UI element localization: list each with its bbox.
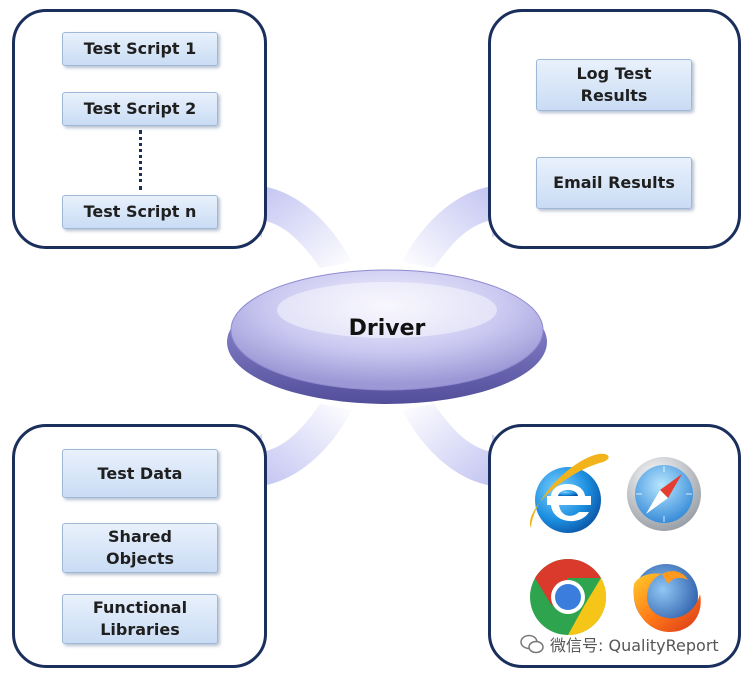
- firefox-icon: [633, 564, 701, 632]
- test-script-2-box: Test Script 2: [62, 92, 218, 126]
- internet-explorer-icon: [530, 453, 609, 533]
- log-test-results-box: Log Test Results: [536, 59, 692, 111]
- watermark-text: 微信号: QualityReport: [550, 636, 719, 655]
- safari-icon: [627, 457, 701, 531]
- browsers-panel: [488, 424, 741, 668]
- chrome-icon: [530, 558, 607, 636]
- email-results-box: Email Results: [536, 157, 692, 209]
- results-panel: [488, 9, 741, 249]
- driver-node: Driver: [222, 258, 552, 410]
- functional-libraries-box: Functional Libraries: [62, 594, 218, 644]
- test-script-1-box: Test Script 1: [62, 32, 218, 66]
- test-script-n-box: Test Script n: [62, 195, 218, 229]
- driver-ellipse: [227, 269, 547, 404]
- dotted-connector: [139, 130, 142, 190]
- watermark: 微信号: QualityReport: [520, 632, 719, 656]
- driver-label: Driver: [348, 315, 426, 341]
- shared-objects-box: Shared Objects: [62, 523, 218, 573]
- wechat-icon: [520, 634, 544, 654]
- test-data-box: Test Data: [62, 449, 218, 498]
